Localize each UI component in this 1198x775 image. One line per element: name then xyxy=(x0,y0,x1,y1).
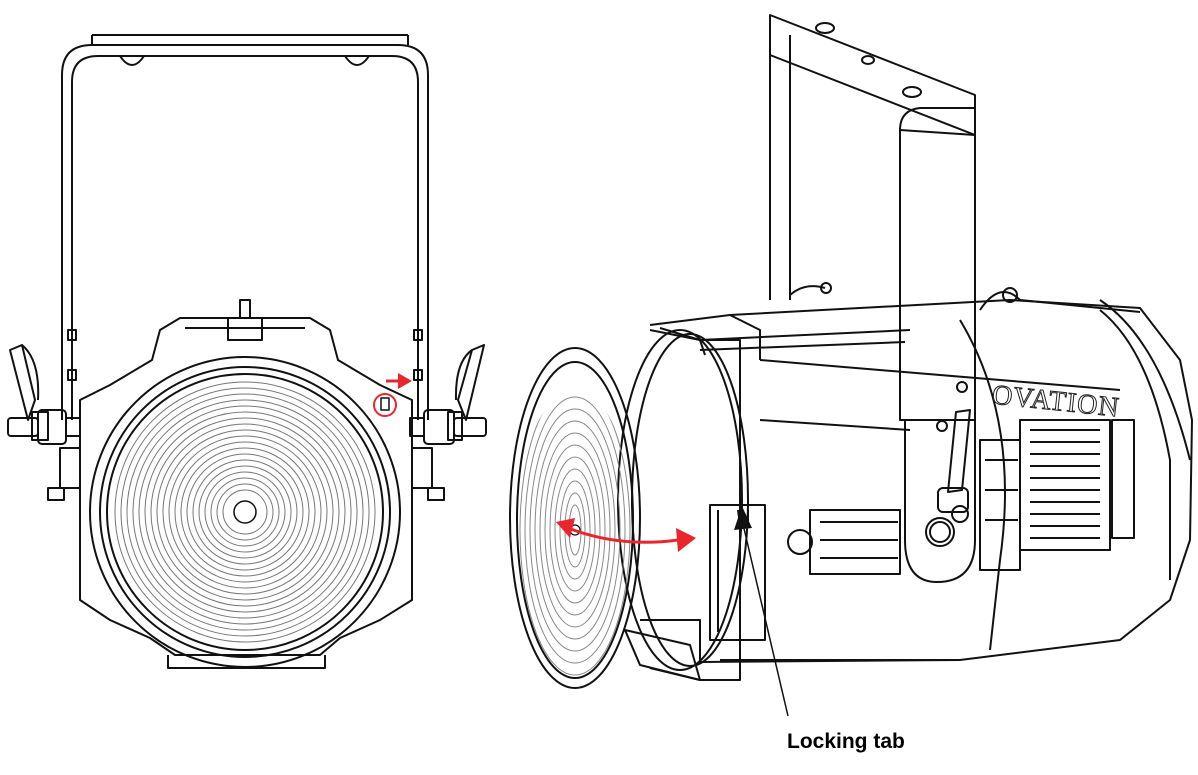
front-fresnel-lens xyxy=(114,381,376,643)
side-housing xyxy=(640,287,1193,663)
front-direction-arrow xyxy=(386,373,412,389)
side-yoke xyxy=(769,14,976,583)
locking-tab-label: Locking tab xyxy=(787,730,905,753)
front-housing xyxy=(47,299,445,669)
swing-arrow xyxy=(556,518,696,552)
right-lock-lever xyxy=(409,344,487,445)
lens-center xyxy=(233,500,257,524)
yoke xyxy=(61,34,429,420)
locking-tab-pointer xyxy=(734,506,789,717)
front-view xyxy=(7,34,487,669)
side-view xyxy=(509,14,1193,717)
left-lock-lever xyxy=(7,344,81,445)
front-locking-tab xyxy=(373,393,397,417)
brand-lettering: OVATION xyxy=(991,379,1121,423)
side-lock-lever xyxy=(937,409,971,523)
side-fresnel-lens xyxy=(509,347,641,689)
